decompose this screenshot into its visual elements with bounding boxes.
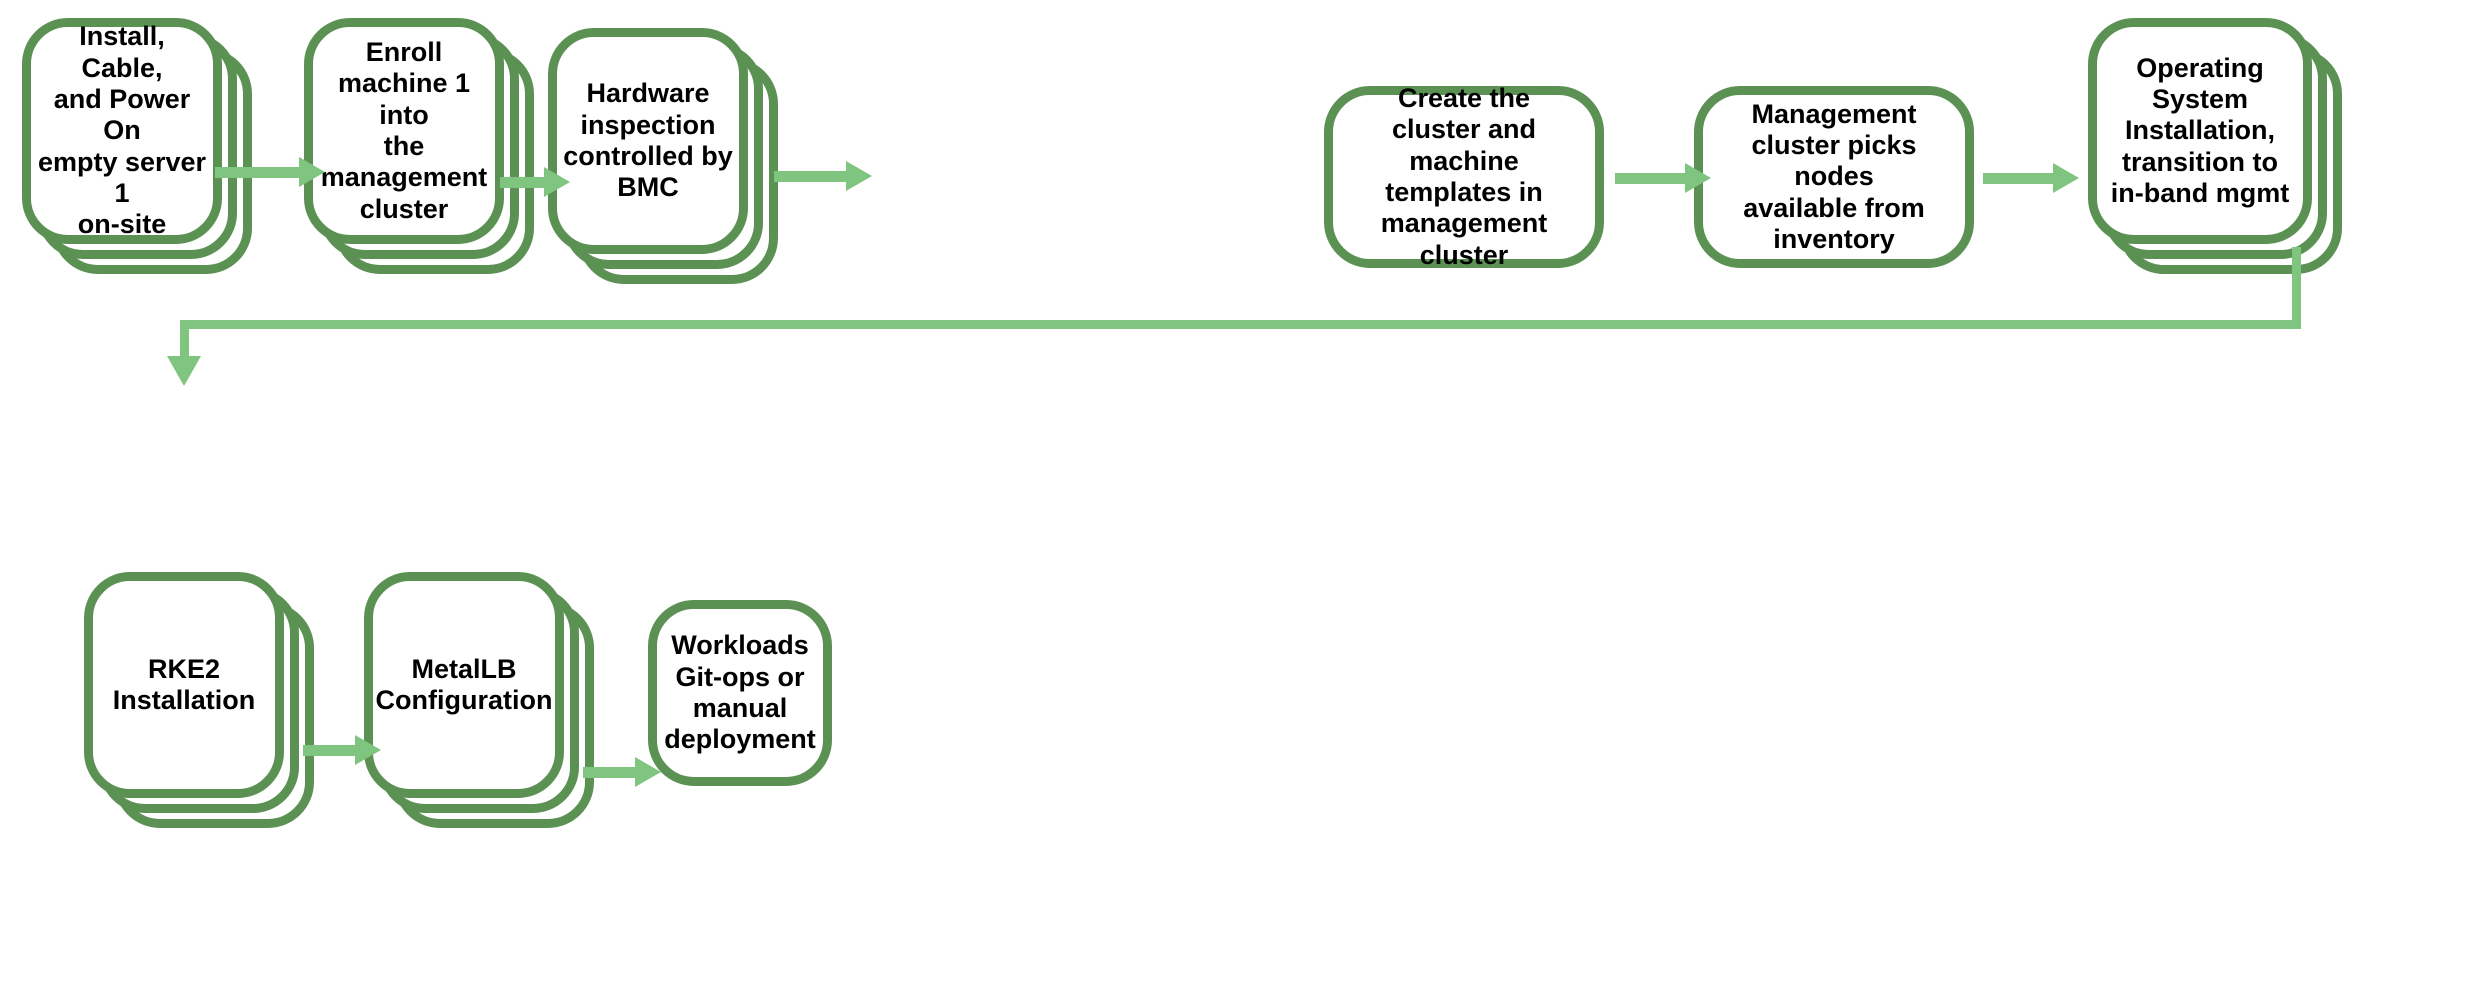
arrow-shaft <box>303 745 355 756</box>
node-card-front <box>1324 86 1604 268</box>
arrow-head <box>299 157 325 187</box>
node-card-front <box>364 572 564 798</box>
arrow-shaft <box>1983 173 2053 184</box>
node-card-front <box>548 28 748 254</box>
arrow-head <box>1685 163 1711 193</box>
node-card-front <box>304 18 504 244</box>
flow-arrow-n1-to-n2 <box>215 157 325 187</box>
flow-arrow-n4-to-n5 <box>1615 163 1711 193</box>
connector-segment-vertical-left <box>180 320 189 360</box>
arrow-head <box>355 735 381 765</box>
arrow-head <box>544 167 570 197</box>
flow-arrow-n8-to-n9 <box>583 757 661 787</box>
node-card-front <box>84 572 284 798</box>
flow-node-n3[interactable]: Hardware inspection controlled by BMC <box>548 28 778 284</box>
connector-segment-vertical-right <box>2292 247 2301 320</box>
arrow-shaft <box>583 767 635 778</box>
arrow-shaft <box>1615 173 1685 184</box>
connector-arrowhead-down <box>167 356 201 386</box>
flow-arrow-n2-to-n3 <box>500 167 570 197</box>
arrow-shaft <box>774 171 846 182</box>
arrow-head <box>846 161 872 191</box>
node-card-front <box>1694 86 1974 268</box>
node-card-front <box>2088 18 2312 244</box>
flow-arrow-n3-to-n4 <box>774 161 872 191</box>
flow-arrow-n7-to-n8 <box>303 735 381 765</box>
arrow-head <box>635 757 661 787</box>
arrow-shaft <box>215 167 299 178</box>
node-card-front <box>22 18 222 244</box>
flow-node-n7[interactable]: RKE2 Installation <box>84 572 314 828</box>
flow-node-n2[interactable]: Enroll machine 1 into the management clu… <box>304 18 534 274</box>
node-card-front <box>648 600 832 786</box>
arrow-head <box>2053 163 2079 193</box>
flow-arrow-n5-to-n6 <box>1983 163 2079 193</box>
connector-segment-horizontal <box>180 320 2301 329</box>
arrow-shaft <box>500 177 544 188</box>
